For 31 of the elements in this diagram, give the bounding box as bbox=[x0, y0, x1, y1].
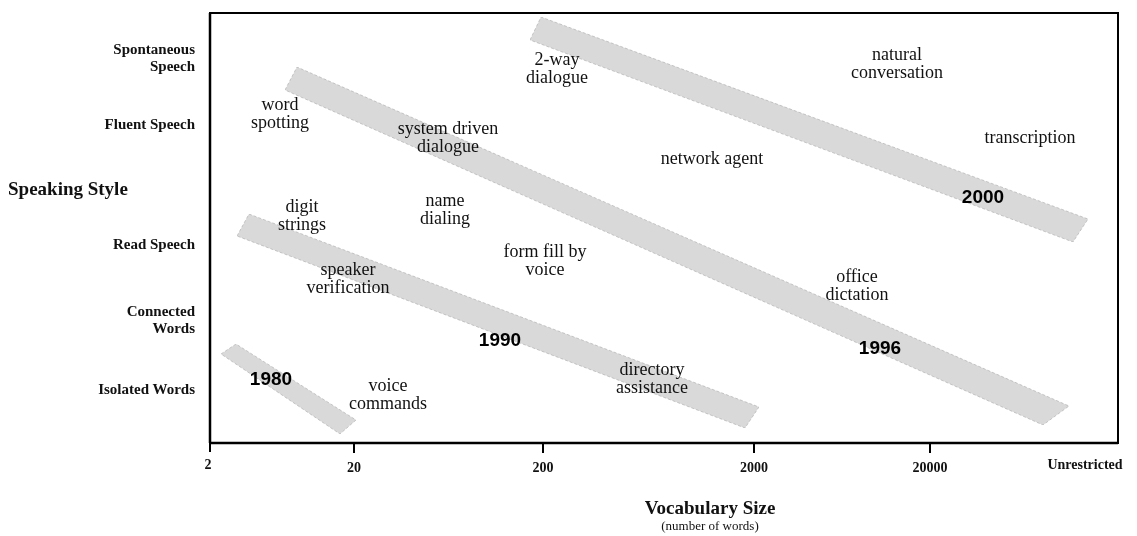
application-label: word spotting bbox=[250, 95, 310, 131]
application-label: natural conversation bbox=[850, 45, 944, 81]
application-label: network agent bbox=[659, 149, 765, 167]
speaking-style-level: Read Speech bbox=[111, 236, 195, 254]
year-label: 1980 bbox=[249, 368, 293, 390]
application-label: transcription bbox=[983, 128, 1077, 146]
y-axis-title: Speaking Style bbox=[8, 178, 128, 198]
application-label: form fill by voice bbox=[502, 242, 588, 278]
x-tick-label: 200 bbox=[531, 461, 555, 475]
x-tick-label: 20 bbox=[346, 461, 362, 475]
x-tick-label: 2 bbox=[203, 458, 213, 472]
x-tick-label: Unrestricted bbox=[1046, 458, 1124, 472]
application-label: directory assistance bbox=[615, 360, 689, 396]
application-label: digit strings bbox=[277, 197, 327, 233]
year-label: 1990 bbox=[478, 329, 522, 351]
speaking-style-level: Isolated Words bbox=[97, 381, 195, 399]
x-axis-subtitle: (number of words) bbox=[661, 518, 760, 532]
speaking-style-level: Spontaneous Speech bbox=[112, 40, 195, 76]
application-label: speaker verification bbox=[305, 260, 391, 296]
x-tick-label: 20000 bbox=[911, 461, 949, 475]
application-label: system driven dialogue bbox=[396, 119, 500, 155]
x-axis-title: Vocabulary Size bbox=[643, 497, 777, 517]
year-label: 1996 bbox=[858, 337, 902, 359]
application-label: office dictation bbox=[824, 267, 890, 303]
speaking-style-level: Fluent Speech bbox=[103, 116, 195, 134]
application-label: voice commands bbox=[348, 376, 428, 412]
year-label: 2000 bbox=[961, 186, 1005, 208]
application-label: name dialing bbox=[419, 191, 471, 227]
application-label: 2-way dialogue bbox=[525, 50, 589, 86]
x-tick-label: 2000 bbox=[739, 461, 769, 475]
speaking-style-level: Connected Words bbox=[125, 302, 195, 338]
